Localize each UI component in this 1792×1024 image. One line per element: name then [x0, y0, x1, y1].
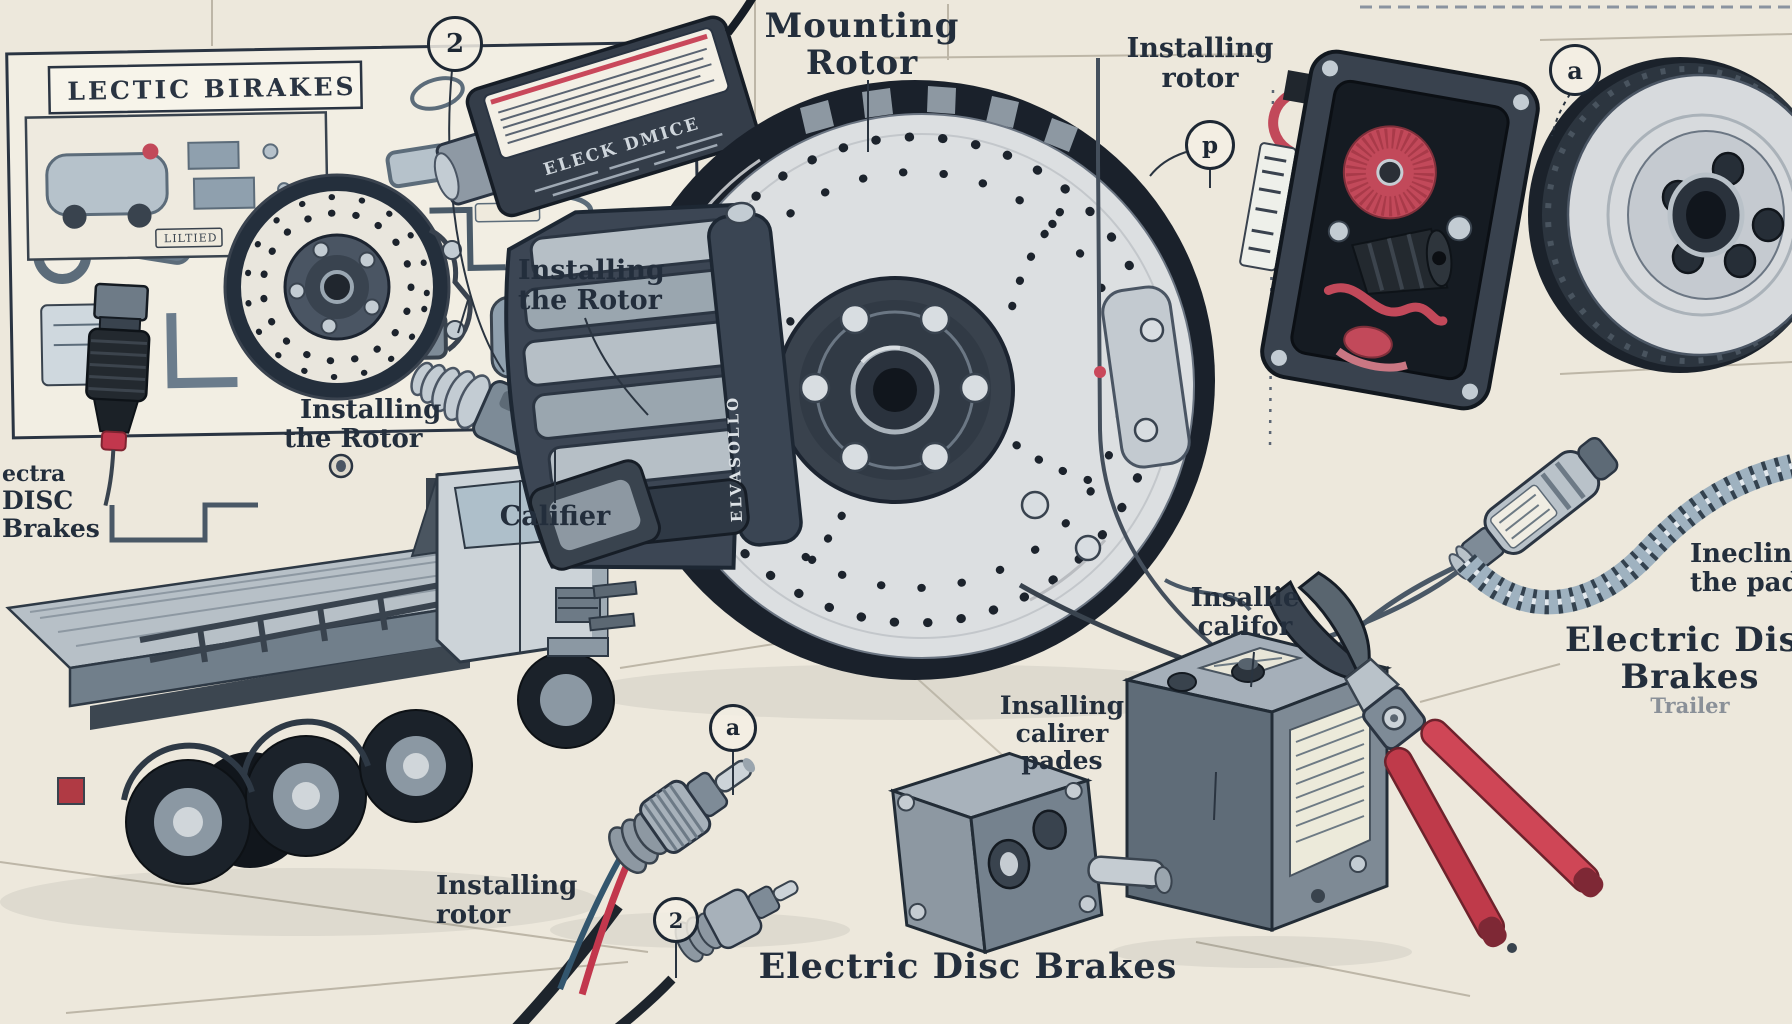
inline-connector: [1448, 436, 1619, 580]
corrugated-cable: [1457, 454, 1792, 615]
label-mounting-rotor: Mounting Rotor: [764, 6, 960, 84]
label-line: califor: [1197, 611, 1293, 642]
step-badge-trailer: a: [709, 704, 757, 752]
label-disc-brakes-left: ectra DISC Brakes: [2, 462, 100, 543]
step-badge-bottom: 2: [653, 897, 699, 943]
label-line: Electric Disc: [1565, 620, 1792, 660]
cable-connector-small: [532, 880, 799, 1024]
label-inclining-the-pad: Ineclin the pad: [1690, 540, 1792, 597]
label-line: the Rotor: [284, 423, 423, 454]
blue-wire: [557, 848, 628, 991]
label-line: Mounting: [764, 6, 960, 46]
caliper-engraving-text: ELVASOLLO: [724, 395, 746, 523]
trailer-truck: [5, 460, 640, 885]
label-line: Insalling: [999, 691, 1125, 720]
small-rotor-assembly: [223, 173, 473, 401]
label-line: calirer: [1015, 718, 1109, 748]
label-line: rotor: [1161, 62, 1239, 94]
red-harness: [1323, 283, 1448, 326]
label-line: Installing: [1126, 33, 1274, 64]
caliper-lower-pad: [529, 459, 661, 571]
label-line: Rotor: [805, 43, 919, 84]
wiring-bracket-line: [109, 502, 258, 543]
cab-grille: [555, 587, 601, 623]
cable-gland-left: [1167, 672, 1197, 692]
badge-glyph: p: [1201, 131, 1219, 159]
caliper-pad-fins: [522, 218, 752, 491]
label-line: Brakes: [1620, 656, 1760, 697]
bleed-valve: [725, 201, 756, 225]
label-installing-the-rotor-left: Installing the Rotor: [284, 396, 441, 453]
label-line: the Rotor: [518, 284, 662, 316]
cone-roller: [1351, 227, 1453, 295]
step-badge-far-right: a: [1549, 44, 1601, 96]
open-controller-box: [1239, 49, 1540, 411]
cable-connector-large: [464, 758, 756, 1024]
label-installing-rotor-bottom: Installing rotor: [436, 872, 577, 929]
label-installing-rotor-top: Installing rotor: [1127, 34, 1274, 93]
label-line: ectra: [2, 461, 66, 487]
rotor-hub: [775, 276, 1015, 504]
caliper-mount-bracket: [1101, 285, 1191, 469]
badge-glyph: 2: [445, 29, 465, 59]
label-line: Installing: [518, 255, 665, 286]
label-line: pades: [1021, 746, 1103, 775]
panel-tag-text: LILTIED: [164, 231, 218, 245]
actuator-pin: [1087, 855, 1166, 888]
label-line: Installing: [436, 871, 578, 901]
badge-glyph: a: [1567, 55, 1583, 85]
label-installing-the-rotor-center: Installing the Rotor: [518, 256, 665, 315]
far-right-rotor: [1528, 57, 1792, 373]
ground-shadows: [0, 664, 1412, 968]
step-badge-top-left: 2: [427, 16, 483, 72]
label-line: Ineclin: [1690, 539, 1792, 569]
brake-controller-module: ELECK DMICE: [433, 0, 776, 218]
label-line: Trailer: [1650, 693, 1730, 719]
case-screws: [1268, 58, 1532, 402]
label-install-caliper: Insallie califor: [1191, 584, 1300, 641]
label-line: Califier: [499, 501, 611, 532]
label-line: Installing: [300, 395, 442, 425]
breakaway-switch-plug: [85, 282, 151, 507]
red-wire: [578, 853, 635, 996]
plug-red-tip: [100, 430, 128, 452]
panel-title-text: LECTIC BIRAKES: [67, 72, 357, 106]
label-line: the pad: [1690, 567, 1792, 598]
label-line: Insallie: [1190, 583, 1300, 613]
box-spec-label: [1289, 698, 1371, 878]
pliers: [1266, 571, 1604, 948]
step-badge-top-right: p: [1185, 120, 1235, 170]
panel-title-box: [47, 60, 363, 115]
label-leader-lines: [457, 80, 1571, 978]
brake-actuator-block: [887, 751, 1173, 955]
trailer-wheels: [121, 709, 473, 885]
chassis-rails: [139, 582, 451, 663]
tail-lamp: [57, 777, 85, 805]
badge-glyph: a: [725, 715, 741, 741]
label-line: Electric Disc Brakes: [758, 946, 1178, 987]
label-line: DISC: [2, 485, 74, 515]
label-electric-disc-brakes-bottom: Electric Disc Brakes: [758, 946, 1178, 987]
cab-steps: [588, 548, 640, 632]
rotor-vane-fins: [800, 86, 1078, 152]
label-installing-caliper-pads: Insalling calirer pades: [1000, 692, 1124, 775]
label-line: rotor: [436, 899, 511, 930]
label-line: Brakes: [2, 513, 100, 543]
panel-tag-box: [155, 227, 223, 249]
label-caliper: Califier: [500, 502, 611, 532]
hub-lug-studs: [799, 303, 991, 473]
badge-glyph: 2: [668, 907, 684, 933]
lug-bolts: [288, 241, 381, 335]
sketch-dot: [1507, 943, 1517, 953]
label-electric-disc-brakes-right: Electric Disc Brakes Trailer: [1565, 622, 1792, 718]
leader-line-step2: [448, 69, 505, 373]
wire-red-dot: [1094, 366, 1106, 378]
